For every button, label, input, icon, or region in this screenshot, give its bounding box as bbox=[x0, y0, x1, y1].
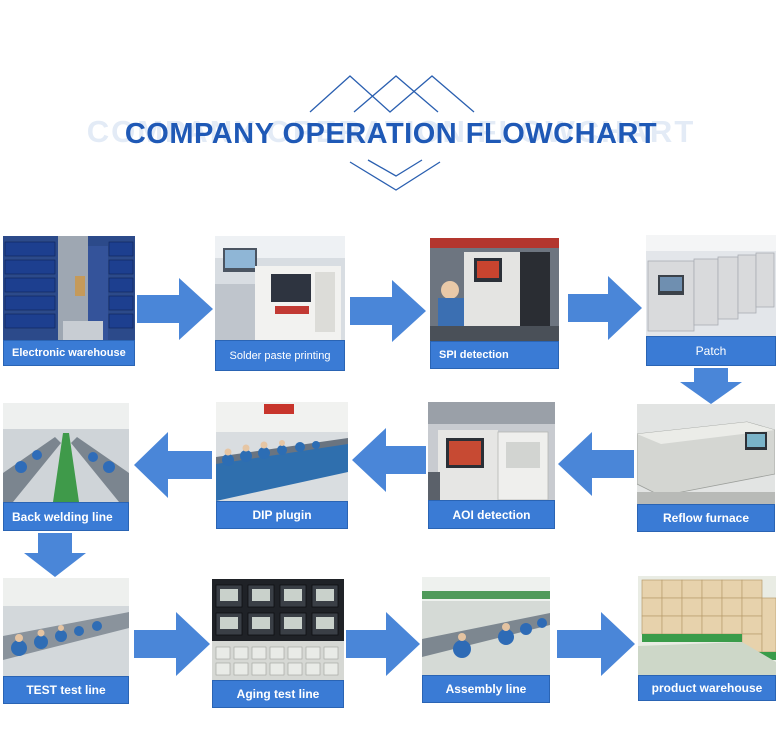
arrow-left-icon bbox=[134, 432, 212, 498]
flowchart-header: COMPANY OPERATION FLOWCHART COMPANY OPER… bbox=[0, 0, 782, 200]
step-label: Electronic warehouse bbox=[3, 340, 135, 366]
step-label: Patch bbox=[646, 336, 776, 366]
step-label: Solder paste printing bbox=[215, 340, 345, 371]
aging-test-photo bbox=[212, 579, 344, 680]
header-ghost-title: COMPANY OPERATION FLOWCHART bbox=[86, 114, 696, 149]
arrow-left-icon bbox=[352, 428, 426, 492]
step-reflow-furnace: Reflow furnace bbox=[637, 404, 775, 532]
step-spi-detection: SPI detection bbox=[430, 238, 559, 369]
step-label: product warehouse bbox=[638, 675, 776, 701]
arrow-down-icon bbox=[680, 368, 742, 404]
step-back-welding-line: Back welding line bbox=[3, 403, 129, 531]
back-welding-photo bbox=[3, 403, 129, 502]
step-patch: Patch bbox=[646, 235, 776, 366]
step-product-warehouse: product warehouse bbox=[638, 576, 776, 701]
step-label: Aging test line bbox=[212, 680, 344, 708]
arrow-right-icon bbox=[137, 278, 213, 340]
step-label: SPI detection bbox=[430, 341, 559, 369]
test-line-photo bbox=[3, 578, 129, 676]
patch-machine-photo bbox=[646, 235, 776, 336]
header-chevron-ornament bbox=[349, 159, 441, 191]
arrow-left-icon bbox=[558, 432, 634, 496]
step-solder-paste-printing: Solder paste printing bbox=[215, 236, 345, 371]
step-electronic-warehouse: Electronic warehouse bbox=[3, 236, 135, 366]
step-label: Back welding line bbox=[3, 502, 129, 531]
aoi-machine-photo bbox=[428, 402, 555, 500]
reflow-furnace-photo bbox=[637, 404, 775, 504]
step-test-test-line: TEST test line bbox=[3, 578, 129, 704]
assembly-line-photo bbox=[422, 577, 550, 675]
arrow-right-icon bbox=[557, 612, 635, 676]
step-label: Assembly line bbox=[422, 675, 550, 703]
step-dip-plugin: DIP plugin bbox=[216, 402, 348, 529]
step-label: Reflow furnace bbox=[637, 504, 775, 532]
step-label: TEST test line bbox=[3, 676, 129, 704]
arrow-right-icon bbox=[134, 612, 210, 676]
header-lattice-ornament bbox=[309, 75, 475, 113]
product-warehouse-photo bbox=[638, 576, 776, 675]
solder-printer-photo bbox=[215, 236, 345, 340]
arrow-right-icon bbox=[350, 280, 426, 342]
warehouse-photo bbox=[3, 236, 135, 340]
dip-plugin-photo bbox=[216, 402, 348, 501]
step-label: DIP plugin bbox=[216, 501, 348, 529]
arrow-right-icon bbox=[346, 612, 420, 676]
step-label: AOI detection bbox=[428, 500, 555, 529]
arrow-right-icon bbox=[568, 276, 642, 340]
step-assembly-line: Assembly line bbox=[422, 577, 550, 703]
step-aoi-detection: AOI detection bbox=[428, 402, 555, 529]
step-aging-test-line: Aging test line bbox=[212, 579, 344, 708]
arrow-down-icon bbox=[24, 533, 86, 577]
page-title: COMPANY OPERATION FLOWCHART bbox=[124, 118, 658, 150]
spi-machine-photo bbox=[430, 238, 559, 341]
